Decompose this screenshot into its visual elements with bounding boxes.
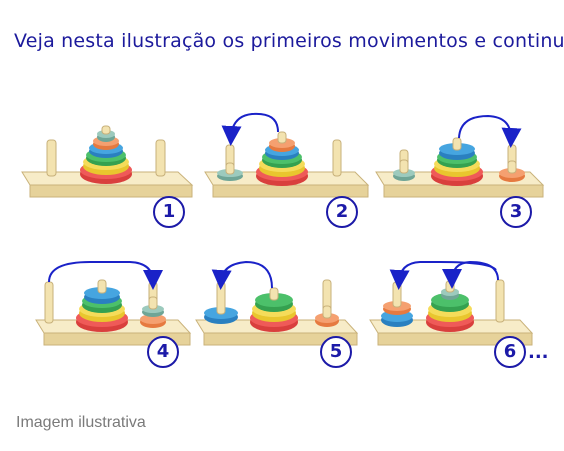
move-arrow xyxy=(221,112,279,146)
move-arrow xyxy=(211,260,273,290)
step-number-1: 1 xyxy=(153,196,185,228)
move-arrow xyxy=(458,114,522,148)
step-number-6: 6 xyxy=(494,336,526,368)
step-1-board xyxy=(21,125,194,198)
step-4-board xyxy=(35,261,192,346)
move-arrow xyxy=(389,261,497,290)
image-caption: Imagem ilustrativa xyxy=(16,414,146,431)
instruction-text: Veja nesta ilustração os primeiros movim… xyxy=(14,30,564,52)
continuation-ellipsis: ... xyxy=(528,342,549,363)
move-arrow xyxy=(48,261,163,290)
step-2-board xyxy=(204,112,370,198)
move-arrow xyxy=(442,260,499,289)
step-number-2: 2 xyxy=(326,196,358,228)
step-number-3: 3 xyxy=(500,196,532,228)
step-5-board xyxy=(195,260,359,346)
step-number-5: 5 xyxy=(320,336,352,368)
step-6-board xyxy=(369,260,534,346)
step-3-board xyxy=(375,114,545,198)
step-number-4: 4 xyxy=(147,336,179,368)
